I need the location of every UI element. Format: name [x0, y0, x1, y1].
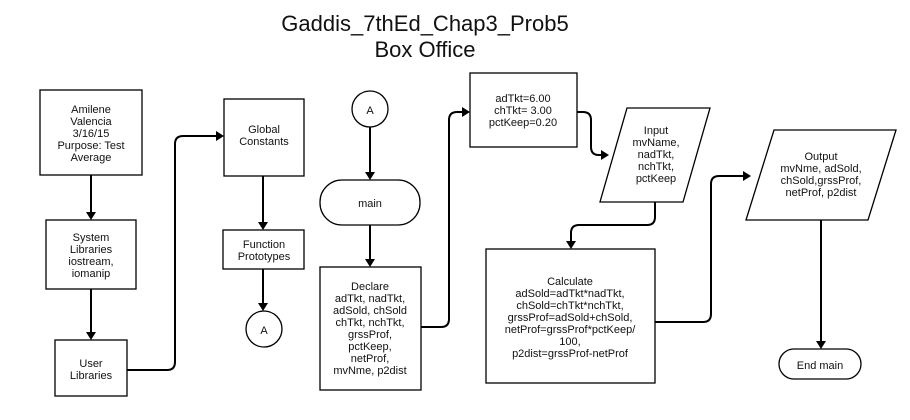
node-label-line: adTkt=6.00 — [495, 93, 550, 105]
edge-arrowhead — [462, 107, 470, 117]
edge-arrowhead — [816, 341, 826, 349]
node-label-line: chTkt= 3.00 — [494, 105, 552, 117]
node-end-main[interactable]: End main — [778, 348, 862, 380]
node-label-line: A — [366, 105, 374, 117]
node-label-line: adSold, chSold — [333, 305, 407, 317]
edge-arrowhead — [86, 332, 96, 340]
node-label-line: grssProf=adSold+chSold, — [508, 312, 633, 324]
node-label-line: 3/16/15 — [73, 128, 110, 140]
node-label-line: main — [358, 198, 382, 210]
node-label-line: 100, — [559, 336, 580, 348]
node-label-line: End main — [797, 360, 843, 372]
node-label-line: Global — [248, 124, 280, 136]
node-label-line: pctKeep=0.20 — [489, 117, 557, 129]
node-label-line: Libraries — [70, 370, 113, 382]
node-label-line: User — [79, 358, 103, 370]
node-label-line: Valencia — [70, 116, 112, 128]
node-label-line: netProf=grssProf*pctKeep/ — [505, 324, 636, 336]
node-connector-in[interactable]: A — [351, 90, 389, 128]
node-label-line: nchTkt, — [638, 161, 674, 173]
node-label-line: Prototypes — [238, 251, 291, 263]
node-label-line: grssProf, — [348, 329, 392, 341]
node-label-line: Constants — [239, 136, 289, 148]
node-label-line: A — [260, 325, 268, 337]
node-calculate[interactable]: CalculateadSold=adTkt*nadTkt,chSold=chTk… — [485, 248, 656, 384]
node-label-line: nadTkt, — [638, 149, 675, 161]
diagram-subtitle: Box Office — [374, 37, 475, 62]
node-label-line: chTkt, nchTkt, — [335, 317, 404, 329]
edge-user-libraries-to-global-constants — [127, 135, 216, 371]
node-label-line: p2dist=grssProf-netProf — [512, 348, 629, 360]
edge-assign-to-input — [577, 111, 601, 156]
edge-calculate-to-output — [655, 175, 743, 323]
edge-input-to-calculate — [570, 202, 656, 241]
node-label-line: chSold=chTkt*nchTkt, — [516, 300, 623, 312]
node-label-line: pctKeep, — [348, 341, 391, 353]
edges — [86, 107, 826, 371]
node-label-line: Declare — [351, 281, 389, 293]
node-label-line: Input — [644, 125, 668, 137]
node-label-line: Purpose: Test — [57, 140, 124, 152]
node-label-line: mvNme, adSold, — [780, 163, 861, 175]
node-label-line: Output — [804, 151, 837, 163]
edge-arrowhead — [216, 131, 224, 141]
edge-arrowhead — [258, 222, 268, 230]
node-label-line: pctKeep — [636, 173, 676, 185]
node-label-line: chSold,grssProf, — [781, 175, 862, 187]
edge-declare-to-assign — [421, 111, 462, 328]
node-label-line: System — [73, 232, 110, 244]
edge-arrowhead — [86, 212, 96, 220]
node-label-line: Libraries — [70, 244, 113, 256]
node-label-line: netProf, — [351, 353, 390, 365]
node-label-line: iostream, — [68, 256, 113, 268]
node-label-line: iomanip — [72, 268, 111, 280]
node-label-line: mvName, — [632, 137, 679, 149]
node-label-line: Amilene — [71, 104, 111, 116]
node-label-line: mvNme, p2dist — [333, 365, 406, 377]
node-label-line: netProf, p2dist — [786, 187, 857, 199]
edge-arrowhead — [365, 172, 375, 180]
node-label-line: Calculate — [547, 276, 593, 288]
node-label-line: adSold=adTkt*nadTkt, — [515, 288, 624, 300]
node-label-line: adTkt, nadTkt, — [335, 293, 405, 305]
edge-arrowhead — [566, 241, 576, 249]
node-label-line: Average — [71, 152, 112, 164]
node-connector-out[interactable]: A — [245, 310, 283, 348]
node-label-line: Function — [243, 239, 285, 251]
diagram-title: Gaddis_7thEd_Chap3_Prob5 — [281, 11, 568, 36]
edge-arrowhead — [601, 150, 609, 160]
edge-arrowhead — [743, 171, 751, 181]
node-main-start[interactable]: main — [319, 179, 421, 226]
edge-arrowhead — [258, 303, 268, 311]
edge-arrowhead — [365, 259, 375, 267]
